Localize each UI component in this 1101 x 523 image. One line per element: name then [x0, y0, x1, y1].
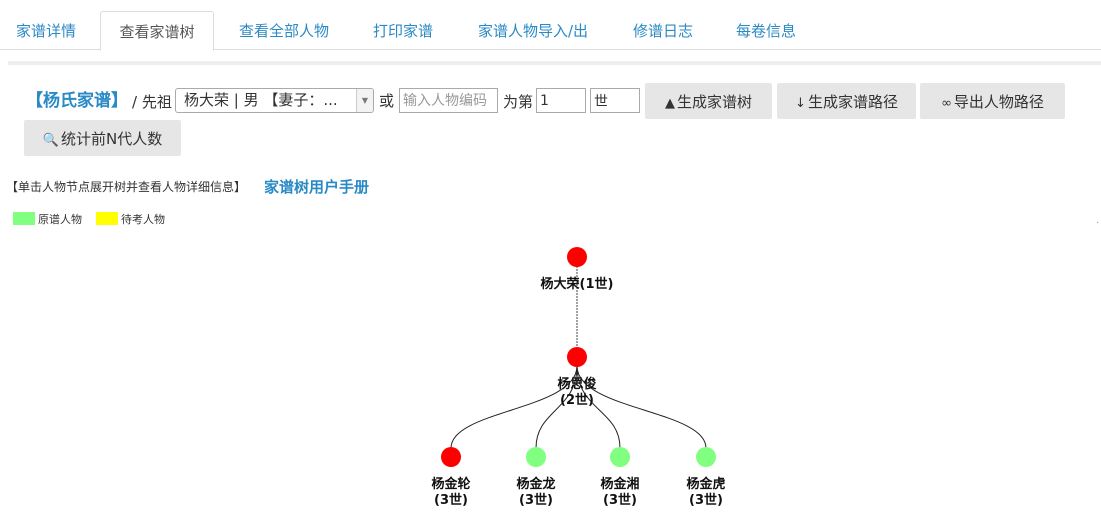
- generate-tree-button[interactable]: ▲生成家谱树: [645, 83, 772, 119]
- tree-node-root[interactable]: [567, 247, 587, 267]
- tab-view-tree[interactable]: 查看家谱树: [100, 11, 214, 51]
- tree-node-child-generation[interactable]: (2世): [560, 392, 594, 408]
- or-label: 或: [379, 92, 395, 110]
- tree-link-child-gc2: [535, 365, 578, 449]
- legend-swatch-original: [13, 212, 35, 225]
- tree-node-child-name[interactable]: 杨思俊: [557, 376, 596, 392]
- ancestor-select-value: 杨大荣 | 男 【妻子：...: [184, 91, 338, 109]
- tree-node-gc4-generation[interactable]: (3世): [689, 492, 723, 508]
- tree-manual-link[interactable]: 家谱树用户手册: [264, 178, 370, 196]
- ancestor-label: / 先祖: [132, 93, 172, 111]
- generate-path-label: 生成家谱路径: [807, 93, 898, 111]
- search-icon: 🔍: [42, 133, 59, 148]
- tree-node-gc1[interactable]: [441, 447, 461, 467]
- tree-node-gc2[interactable]: [526, 447, 546, 467]
- count-generations-button[interactable]: 🔍统计前N代人数: [24, 120, 181, 156]
- tree-node-gc3-name[interactable]: 杨金湘: [600, 476, 639, 492]
- tree-node-gc4[interactable]: [696, 447, 716, 467]
- tree-node-gc3-generation[interactable]: (3世): [603, 492, 637, 508]
- tree-node-root-label[interactable]: 杨大荣(1世): [541, 276, 614, 292]
- tab-genealogy-details[interactable]: 家谱详情: [15, 22, 76, 40]
- tree-link-child-gc3: [576, 365, 621, 449]
- tree-icon: ▲: [664, 96, 675, 111]
- tab-volume-info[interactable]: 每卷信息: [735, 22, 796, 40]
- tree-node-gc1-generation[interactable]: (3世): [434, 492, 468, 508]
- tab-all-persons[interactable]: 查看全部人物: [238, 22, 329, 40]
- export-path-button[interactable]: ∞导出人物路径: [920, 83, 1065, 119]
- divider: [8, 61, 1101, 65]
- family-name: 【杨氏家谱】: [26, 91, 128, 111]
- tree-node-gc2-generation[interactable]: (3世): [519, 492, 553, 508]
- tree-link-child-gc4: [576, 365, 707, 449]
- tab-bar: 家谱详情 查看家谱树 查看全部人物 打印家谱 家谱人物导入/出 修谱日志 每卷信…: [0, 0, 1101, 51]
- generation-prefix: 为第: [503, 93, 534, 111]
- export-path-label: 导出人物路径: [953, 93, 1044, 111]
- generate-tree-label: 生成家谱树: [676, 93, 752, 111]
- legend-label-pending: 待考人物: [121, 213, 165, 226]
- legend-swatch-pending: [96, 212, 118, 225]
- tree-node-gc2-name[interactable]: 杨金龙: [516, 476, 555, 492]
- tab-revision-log[interactable]: 修谱日志: [632, 22, 693, 40]
- count-generations-label: 统计前N代人数: [60, 130, 163, 148]
- ancestor-select[interactable]: 杨大荣 | 男 【妻子：... ▼: [175, 88, 374, 113]
- tab-import-export[interactable]: 家谱人物导入/出: [477, 22, 589, 40]
- tree-node-gc4-name[interactable]: 杨金虎: [686, 476, 725, 492]
- generate-path-button[interactable]: ↓生成家谱路径: [777, 83, 916, 119]
- link-icon: ∞: [941, 96, 952, 111]
- chevron-down-icon[interactable]: ▼: [356, 89, 373, 112]
- generation-suffix-field[interactable]: [590, 88, 640, 113]
- tree-node-gc1-name[interactable]: 杨金轮: [431, 476, 470, 492]
- level-down-icon: ↓: [795, 96, 806, 111]
- tab-print[interactable]: 打印家谱: [372, 22, 433, 40]
- tree-node-child[interactable]: [567, 347, 587, 367]
- legend-label-original: 原谱人物: [38, 213, 82, 226]
- generation-input[interactable]: [536, 88, 586, 113]
- person-code-input[interactable]: [399, 88, 498, 113]
- tree-node-gc3[interactable]: [610, 447, 630, 467]
- tree-link-child-gc1: [450, 365, 578, 449]
- tree-hint-text: 【单击人物节点展开树并查看人物详细信息】: [6, 180, 247, 194]
- resize-handle: ·: [1096, 218, 1100, 229]
